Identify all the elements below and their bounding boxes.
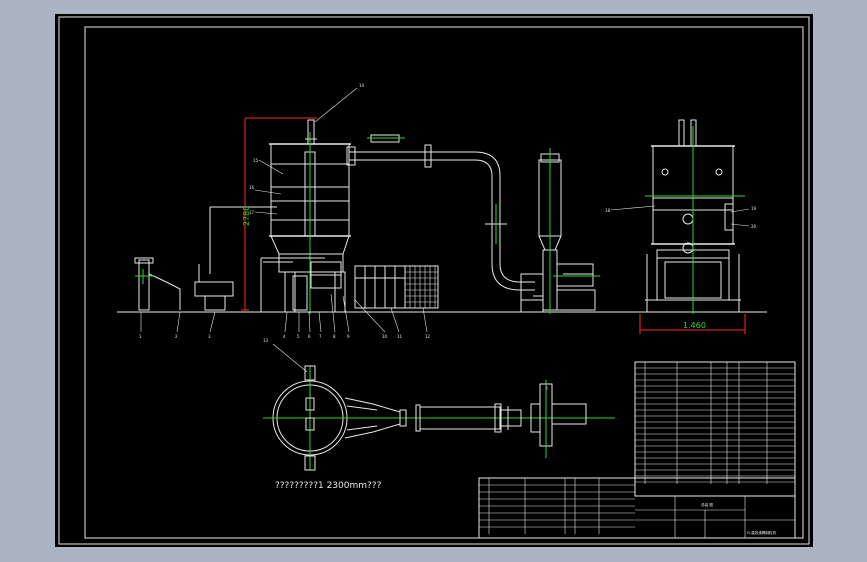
front-view [134, 87, 600, 373]
outer-border [58, 16, 810, 545]
leader-label-12: 12 [425, 334, 431, 339]
leader-label-13: 13 [263, 338, 269, 343]
parts-list [634, 361, 796, 497]
leader-label-15: 15 [253, 158, 259, 163]
top-view-caption: ?????????1 2300mm??? [275, 481, 382, 491]
leader-label-3: 3 [208, 334, 211, 339]
drawing-title: FL高效沸腾制粒机 [747, 530, 777, 535]
drawing-sheet: 14 15 16 17 13 1 2 3 4 5 6 7 8 9 10 11 1… [55, 14, 813, 547]
top-view [263, 365, 615, 471]
side-view [610, 119, 750, 334]
title-block [478, 477, 796, 539]
leader-label-1: 1 [139, 334, 142, 339]
width-dimension: 1.460 [683, 321, 706, 330]
leader-label-5: 5 [297, 334, 300, 339]
leader-label-2: 2 [175, 334, 178, 339]
cad-drawing: 14 15 16 17 13 1 2 3 4 5 6 7 8 9 10 11 1… [58, 16, 810, 545]
height-dimension: 2780 [242, 206, 251, 226]
leader-label-18: 18 [605, 208, 611, 213]
leader-label-16: 16 [249, 185, 255, 190]
leader-label-6: 6 [308, 334, 311, 339]
leader-label-9: 9 [347, 334, 350, 339]
leader-label-20: 20 [751, 224, 757, 229]
leader-label-10: 10 [382, 334, 388, 339]
leader-label-11: 11 [397, 334, 403, 339]
leader-label-17: 17 [249, 210, 255, 215]
leader-label-7: 7 [319, 334, 322, 339]
leader-label-14: 14 [359, 83, 365, 88]
leader-label-4: 4 [283, 334, 286, 339]
inner-border [84, 26, 804, 539]
sheet-mark: 总装 图 [701, 502, 713, 507]
leader-label-8: 8 [333, 334, 336, 339]
leader-label-19: 19 [751, 206, 757, 211]
